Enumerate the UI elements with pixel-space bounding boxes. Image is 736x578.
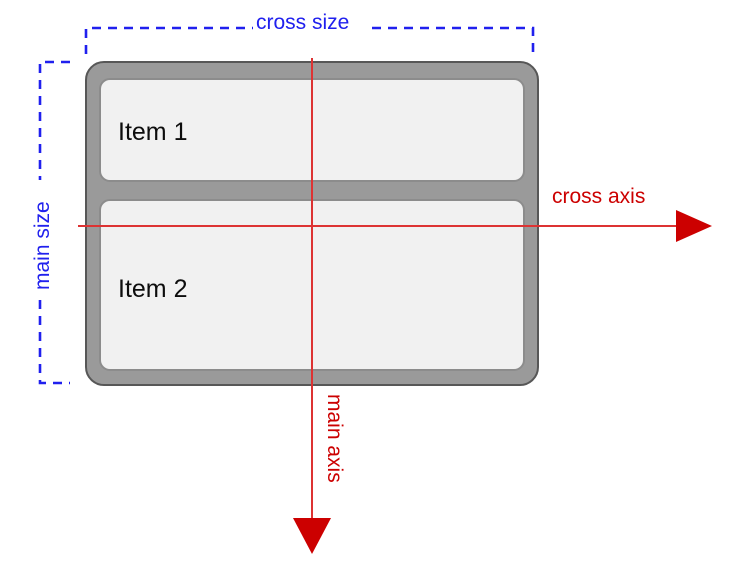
cross-axis-line [78,210,712,242]
main-axis-label: main axis [323,394,346,483]
main-axis-arrowhead [293,518,331,554]
cross-axis-label: cross axis [552,185,646,208]
main-size-label: main size [31,201,54,290]
cross-size-label: cross size [256,11,350,34]
flex-item-1-label: Item 1 [118,118,188,146]
cross-size-bracket [84,26,535,54]
main-axis-line [293,58,331,554]
flex-item-2-label: Item 2 [118,275,188,303]
main-size-bracket [38,60,70,385]
cross-axis-arrowhead [676,210,712,242]
